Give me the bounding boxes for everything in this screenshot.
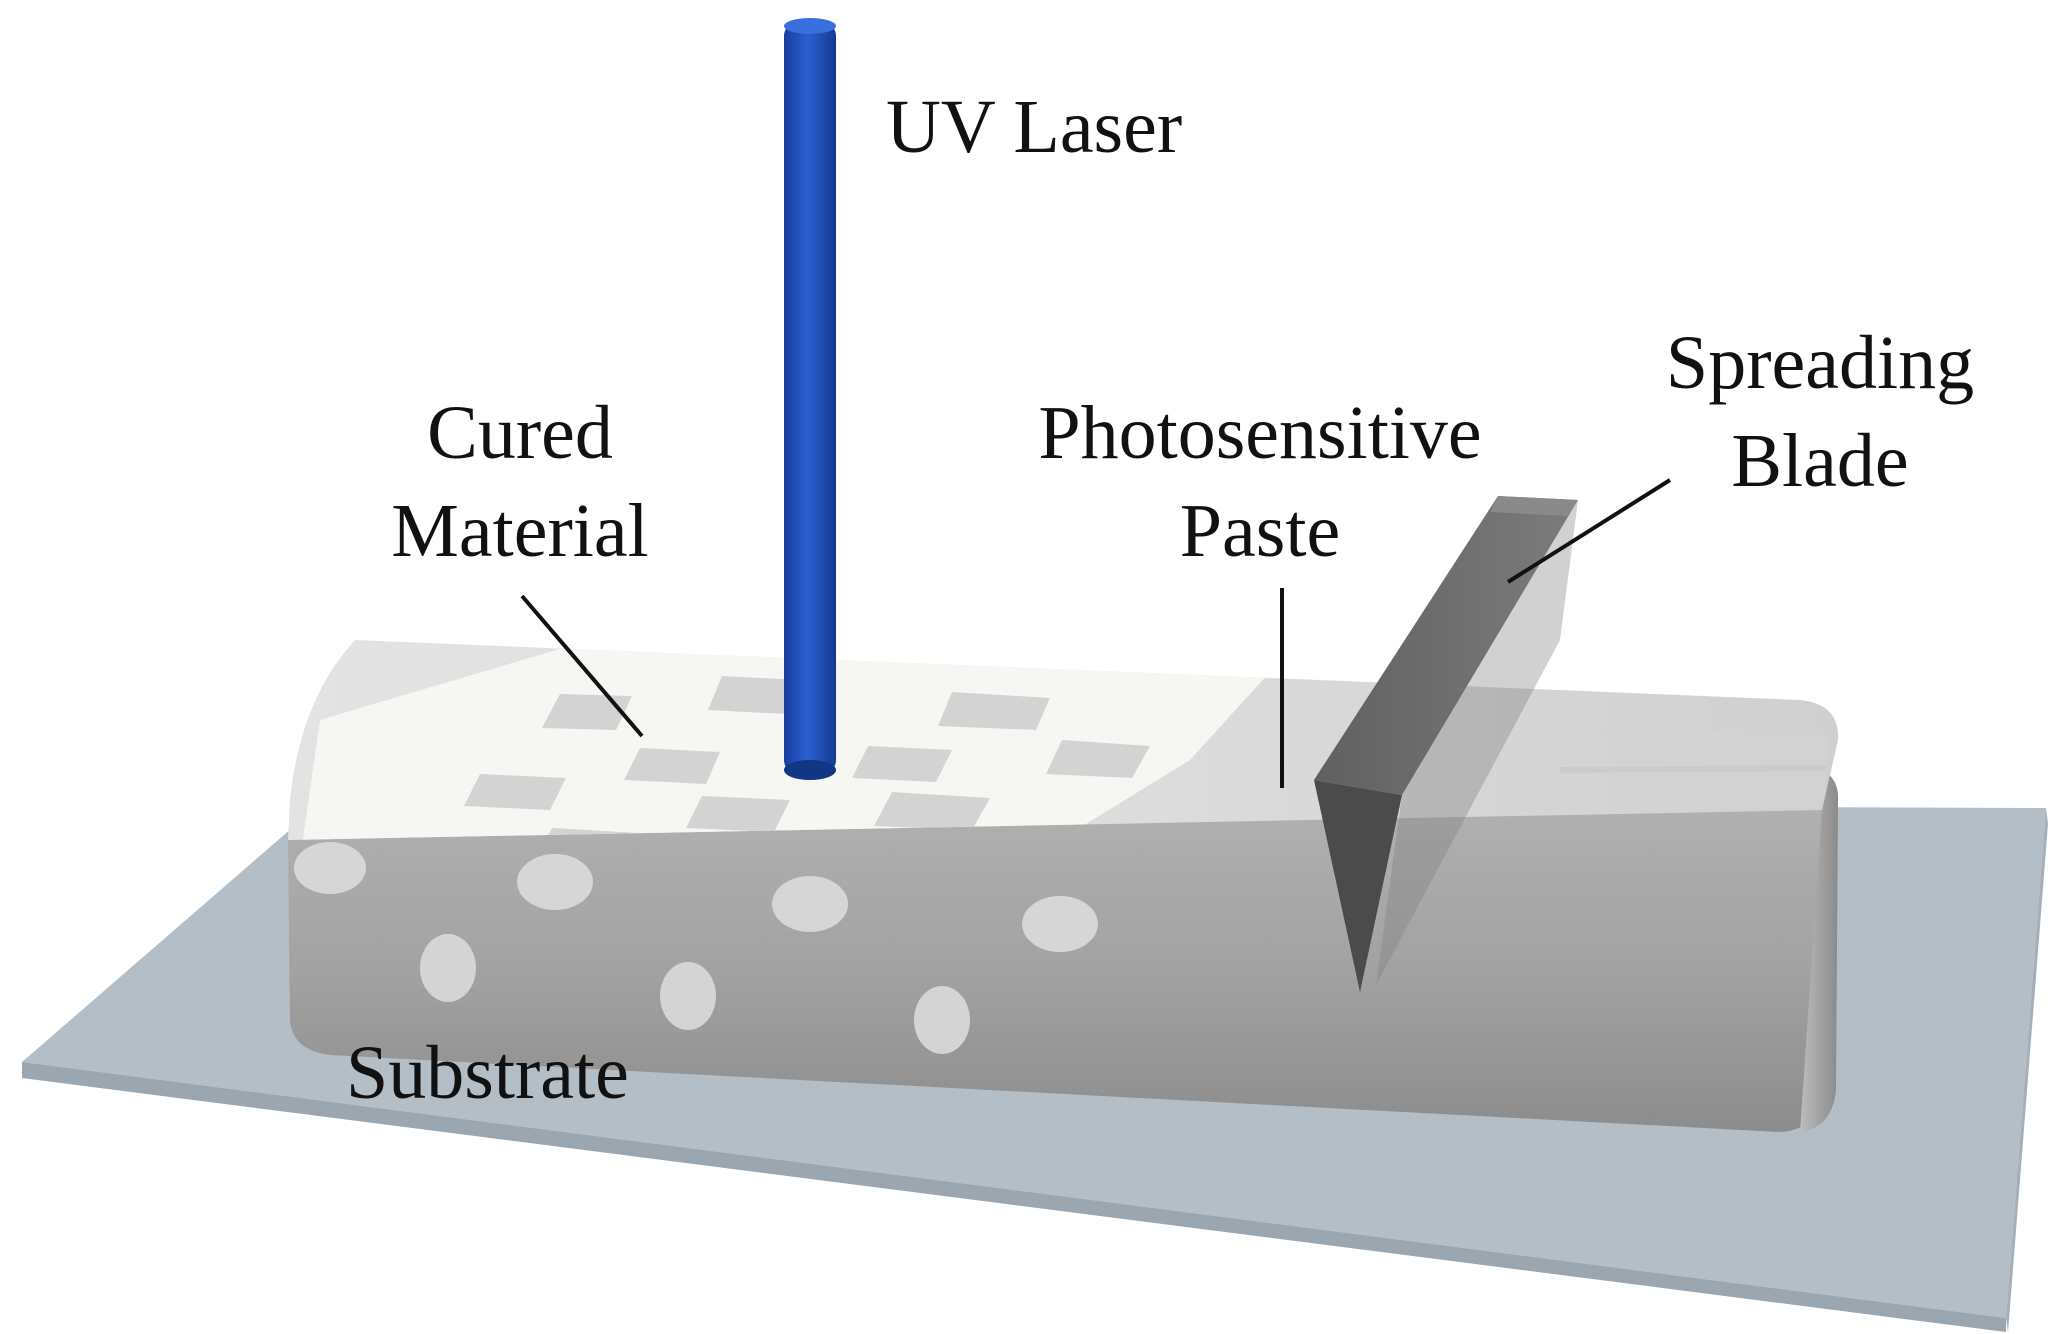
uv-laser-label-text: UV Laser [886,85,1183,169]
cured-material-leader [520,594,644,738]
spreading-blade-label-line-1: Spreading [1665,321,1975,405]
paste-layer-sides [288,760,1839,1132]
leader-lines [520,478,1672,788]
spreading-blade-label: Spreading Blade [1640,314,2000,510]
cured-material-label-line-1: Cured [427,391,613,475]
substrate-label: Substrate [346,1024,629,1122]
photosensitive-paste-label-line-1: Photosensitive [1038,391,1482,475]
cured-material-label-line-2: Material [391,489,649,573]
spreading-blade-label-line-2: Blade [1731,419,1909,503]
photosensitive-paste-label-line-2: Paste [1179,489,1341,573]
cured-material-label: Cured Material [340,384,700,580]
spreading-blade-leader [1506,478,1672,584]
substrate-label-text: Substrate [346,1031,629,1115]
cured-material-side-dots [294,842,1098,1054]
laser-beam-icon [784,18,836,780]
uv-laser-label: UV Laser [886,78,1182,176]
photosensitive-paste-label: Photosensitive Paste [990,384,1530,580]
spreading-blade-icon [1314,496,1578,992]
